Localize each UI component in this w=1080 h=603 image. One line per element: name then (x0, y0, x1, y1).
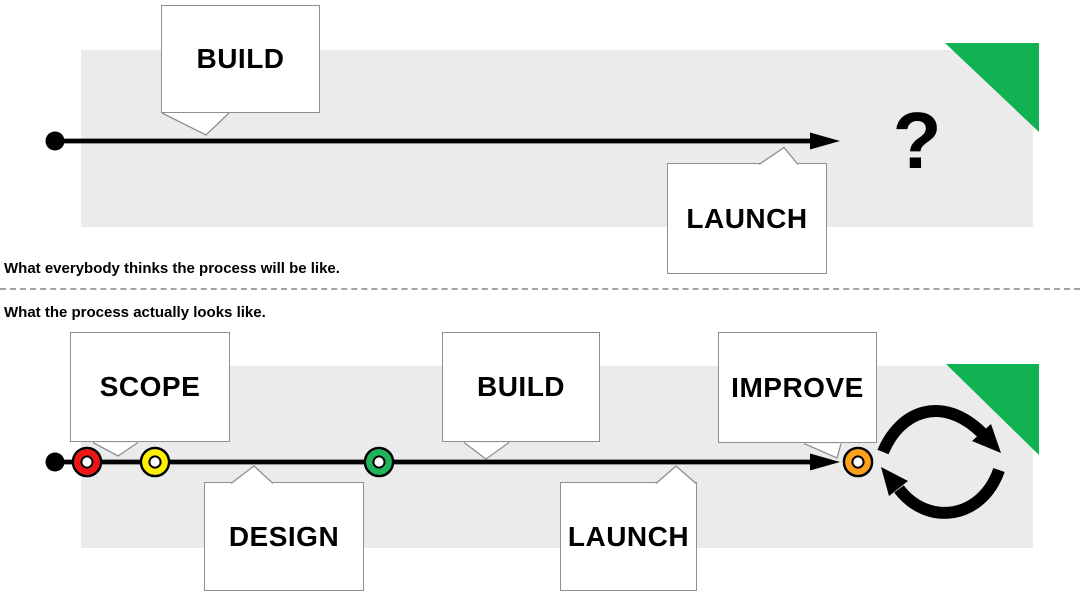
bubble-label: SCOPE (99, 371, 201, 402)
milestone-marker-design (139, 446, 171, 478)
bubble-tail-down (92, 441, 139, 457)
bubble-scope: SCOPE (70, 332, 230, 457)
iteration-loop-icon (877, 405, 1005, 519)
milestone-marker-scope (71, 446, 103, 478)
bubble-tail-down (463, 441, 510, 460)
arrowhead-icon (810, 132, 840, 150)
bubble-build-actual: BUILD (442, 332, 600, 460)
bubble-label: BUILD (476, 371, 566, 402)
bubble-label: IMPROVE (731, 371, 864, 403)
bubble-tail-up (758, 146, 799, 166)
bubble-label: LAUNCH (686, 202, 808, 234)
bubble-tail-up (230, 465, 274, 485)
green-corner-triangle-icon (946, 364, 1039, 455)
bubble-launch-expected: LAUNCH (667, 146, 827, 274)
milestone-marker-build (363, 446, 395, 478)
green-corner-triangle-icon (945, 43, 1039, 132)
bubble-build-expected: BUILD (161, 5, 320, 136)
bubble-label: LAUNCH (567, 520, 690, 552)
arrowhead-icon (810, 453, 840, 471)
bubble-label: BUILD (196, 43, 285, 74)
bubble-tail-up (655, 465, 697, 484)
bubble-design: DESIGN (204, 465, 364, 591)
bubble-tail-down (803, 442, 842, 459)
bubble-tail-down (161, 112, 230, 136)
expectation-caption: What everybody thinks the process will b… (4, 260, 340, 277)
question-mark: ? (892, 96, 942, 185)
actual-timeline-arrow (45, 452, 840, 472)
milestone-marker-improve (842, 446, 874, 478)
bubble-improve: IMPROVE (718, 332, 877, 459)
bubble-launch-actual: LAUNCH (560, 465, 697, 591)
reality-caption: What the process actually looks like. (4, 304, 266, 321)
expected-timeline-arrow (45, 131, 840, 151)
dashed-divider (0, 288, 1080, 290)
bubble-label: DESIGN (228, 520, 340, 552)
